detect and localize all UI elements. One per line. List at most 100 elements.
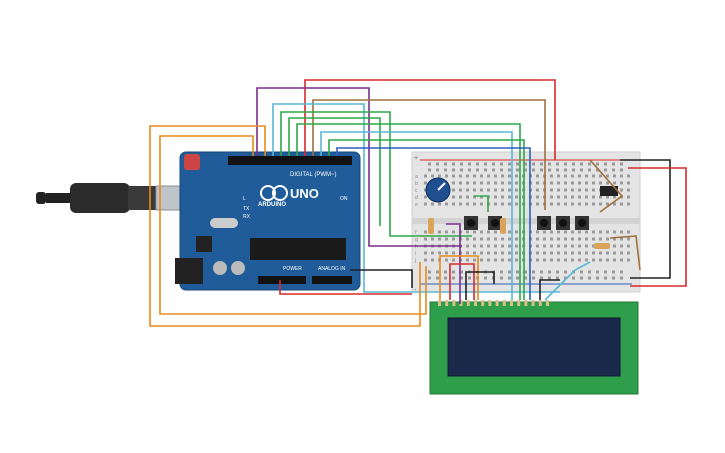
breadboard-hole[interactable] <box>473 174 476 178</box>
breadboard-hole[interactable] <box>424 258 427 262</box>
breadboard-hole[interactable] <box>627 230 630 234</box>
rail-hole[interactable] <box>612 276 615 280</box>
rail-hole[interactable] <box>580 270 583 274</box>
breadboard-hole[interactable] <box>571 195 574 199</box>
lcd-pin[interactable] <box>510 300 513 306</box>
breadboard-hole[interactable] <box>620 251 623 255</box>
breadboard-hole[interactable] <box>452 174 455 178</box>
rail-hole[interactable] <box>452 276 455 280</box>
breadboard-hole[interactable] <box>627 244 630 248</box>
breadboard-hole[interactable] <box>508 244 511 248</box>
breadboard-hole[interactable] <box>487 244 490 248</box>
breadboard-hole[interactable] <box>592 174 595 178</box>
rail-hole[interactable] <box>620 168 623 172</box>
breadboard-hole[interactable] <box>508 237 511 241</box>
lcd-pin[interactable] <box>546 300 549 306</box>
breadboard-hole[interactable] <box>431 237 434 241</box>
breadboard-hole[interactable] <box>536 230 539 234</box>
breadboard-hole[interactable] <box>613 202 616 206</box>
breadboard-hole[interactable] <box>571 174 574 178</box>
breadboard-hole[interactable] <box>459 202 462 206</box>
breadboard-hole[interactable] <box>515 251 518 255</box>
lcd-pin[interactable] <box>474 300 477 306</box>
rail-hole[interactable] <box>620 276 623 280</box>
breadboard-hole[interactable] <box>508 251 511 255</box>
lcd-pin[interactable] <box>481 300 485 306</box>
rail-hole[interactable] <box>436 270 439 274</box>
breadboard-hole[interactable] <box>550 174 553 178</box>
breadboard-hole[interactable] <box>606 251 609 255</box>
rail-hole[interactable] <box>428 168 431 172</box>
breadboard-hole[interactable] <box>494 188 497 192</box>
breadboard-hole[interactable] <box>438 230 441 234</box>
breadboard-hole[interactable] <box>620 181 623 185</box>
breadboard-hole[interactable] <box>431 174 434 178</box>
rail-hole[interactable] <box>596 270 599 274</box>
breadboard-hole[interactable] <box>536 174 539 178</box>
breadboard-hole[interactable] <box>473 230 476 234</box>
breadboard-hole[interactable] <box>606 195 609 199</box>
breadboard-hole[interactable] <box>438 251 441 255</box>
breadboard-hole[interactable] <box>585 251 588 255</box>
digital-header[interactable] <box>228 156 352 165</box>
rail-hole[interactable] <box>540 168 543 172</box>
rail-hole[interactable] <box>540 276 543 280</box>
breadboard-hole[interactable] <box>585 181 588 185</box>
breadboard-hole[interactable] <box>571 202 574 206</box>
breadboard-hole[interactable] <box>494 181 497 185</box>
rail-hole[interactable] <box>580 168 583 172</box>
breadboard-hole[interactable] <box>480 188 483 192</box>
rail-hole[interactable] <box>620 162 623 166</box>
breadboard-hole[interactable] <box>585 174 588 178</box>
breadboard-hole[interactable] <box>592 258 595 262</box>
breadboard-hole[interactable] <box>557 230 560 234</box>
breadboard-hole[interactable] <box>466 174 469 178</box>
breadboard-hole[interactable] <box>557 237 560 241</box>
breadboard-hole[interactable] <box>578 237 581 241</box>
rail-hole[interactable] <box>460 162 463 166</box>
breadboard-hole[interactable] <box>592 181 595 185</box>
breadboard-hole[interactable] <box>578 181 581 185</box>
rail-hole[interactable] <box>444 168 447 172</box>
breadboard-hole[interactable] <box>557 251 560 255</box>
lcd-display[interactable] <box>429 300 639 395</box>
lcd-pin[interactable] <box>517 300 521 306</box>
breadboard-hole[interactable] <box>578 202 581 206</box>
breadboard-hole[interactable] <box>424 174 427 178</box>
breadboard-hole[interactable] <box>550 188 553 192</box>
breadboard-hole[interactable] <box>466 195 469 199</box>
rail-hole[interactable] <box>460 276 463 280</box>
breadboard-hole[interactable] <box>473 181 476 185</box>
breadboard-hole[interactable] <box>564 258 567 262</box>
rail-hole[interactable] <box>500 168 503 172</box>
breadboard-hole[interactable] <box>438 174 441 178</box>
breadboard-hole[interactable] <box>466 251 469 255</box>
breadboard-hole[interactable] <box>627 181 630 185</box>
breadboard-hole[interactable] <box>494 202 497 206</box>
rail-hole[interactable] <box>588 276 591 280</box>
breadboard-hole[interactable] <box>543 244 546 248</box>
breadboard-hole[interactable] <box>620 258 623 262</box>
rail-hole[interactable] <box>548 270 551 274</box>
analog-header[interactable] <box>312 276 352 284</box>
breadboard-hole[interactable] <box>501 258 504 262</box>
breadboard-hole[interactable] <box>620 202 623 206</box>
rail-hole[interactable] <box>564 168 567 172</box>
rail-hole[interactable] <box>572 168 575 172</box>
lcd-pin[interactable] <box>538 300 542 306</box>
breadboard-hole[interactable] <box>501 195 504 199</box>
breadboard-hole[interactable] <box>620 188 623 192</box>
breadboard-hole[interactable] <box>564 230 567 234</box>
rail-hole[interactable] <box>524 168 527 172</box>
breadboard-hole[interactable] <box>466 237 469 241</box>
breadboard-hole[interactable] <box>494 244 497 248</box>
breadboard-hole[interactable] <box>480 230 483 234</box>
breadboard-hole[interactable] <box>536 202 539 206</box>
lcd-pin[interactable] <box>459 300 463 306</box>
breadboard-hole[interactable] <box>557 174 560 178</box>
lcd-pin[interactable] <box>452 300 456 306</box>
rail-hole[interactable] <box>500 270 503 274</box>
breadboard-hole[interactable] <box>550 181 553 185</box>
breadboard-hole[interactable] <box>599 202 602 206</box>
rail-hole[interactable] <box>524 162 527 166</box>
